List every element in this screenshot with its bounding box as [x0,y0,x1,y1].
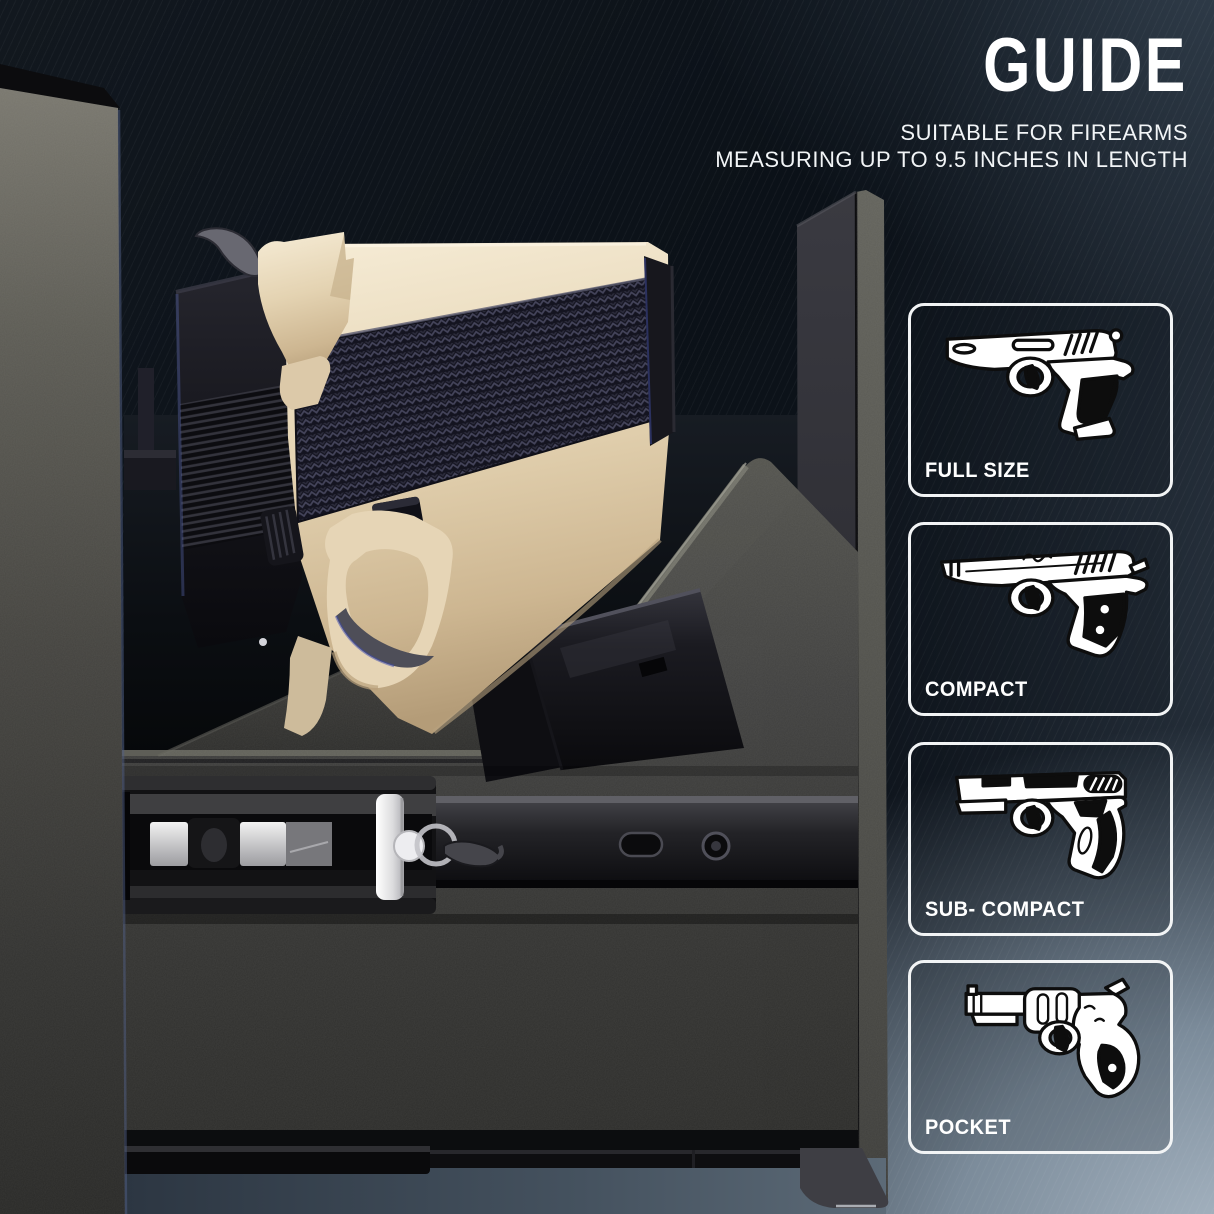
full-size-pistol-icon [925,311,1160,443]
pistol-muzzle-end [644,256,676,446]
panel-label: SUB- COMPACT [925,898,1085,921]
pistol [175,227,676,736]
sub-compact-pistol-icon [925,750,1160,882]
compact-pistol-icon [925,530,1160,662]
magazine [468,588,744,782]
guide-subtitle: SUITABLE FOR FIREARMS MEASURING UP TO 9.… [715,120,1188,174]
guide-panel-pocket: POCKET [908,960,1173,1154]
drawer-bottom-gap [118,1130,889,1214]
guide-header: GUIDE SUITABLE FOR FIREARMS MEASURING UP… [715,28,1188,174]
guide-panel-compact: COMPACT [908,522,1173,716]
guide-title: GUIDE [983,23,1188,108]
pistol-front-strap [284,636,332,736]
guide-panel-full-size: FULL SIZE [908,303,1173,497]
pistol-mount-bracket [124,368,176,490]
pistol-rear-frame [258,232,354,410]
panel-label: FULL SIZE [925,459,1030,482]
pistol-hammer [194,227,263,277]
panel-label: COMPACT [925,678,1028,701]
pocket-revolver-icon [925,968,1160,1100]
guide-subtitle-line2: MEASURING UP TO 9.5 INCHES IN LENGTH [715,146,1188,172]
panel-label: POCKET [925,1116,1011,1139]
pistol-trigger [336,608,434,668]
guide-subtitle-line1: SUITABLE FOR FIREARMS [900,120,1188,145]
pistol-mag-release [260,506,304,566]
drawer-slide-rail [118,766,858,924]
guide-panel-sub-compact: SUB- COMPACT [908,742,1173,936]
